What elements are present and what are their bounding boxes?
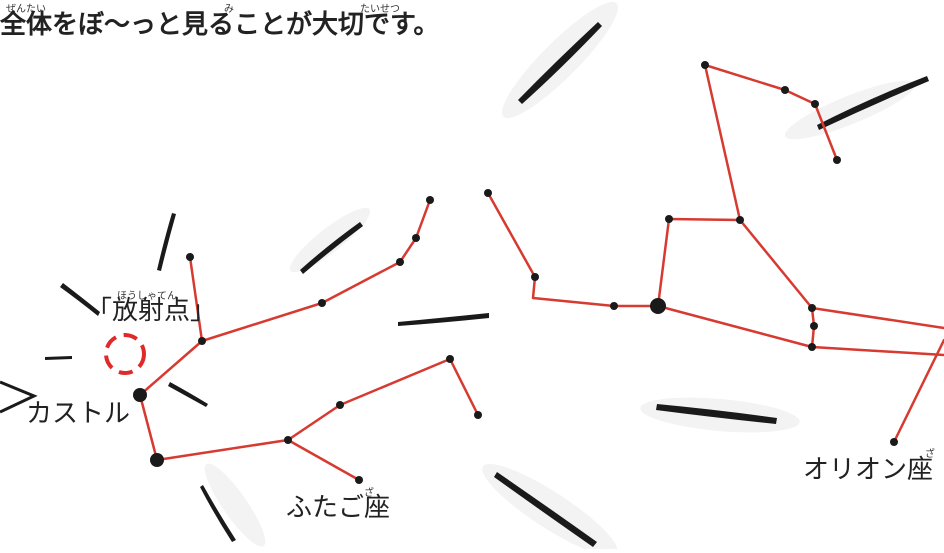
star xyxy=(355,476,363,484)
star xyxy=(446,355,454,363)
star xyxy=(474,411,482,419)
star xyxy=(531,273,539,281)
meteor-streak xyxy=(656,404,777,424)
star xyxy=(811,100,819,108)
meteor-streak xyxy=(45,356,72,360)
star xyxy=(412,234,420,242)
orion-furigana: ざ xyxy=(925,449,935,460)
meteor-streak xyxy=(157,213,176,271)
star xyxy=(736,216,744,224)
furigana-zentai: ぜんたい xyxy=(6,4,46,15)
star xyxy=(833,156,841,164)
gemini-furigana: ざ xyxy=(364,488,374,499)
star xyxy=(396,258,404,266)
furigana-taisetsu: たいせつ xyxy=(360,4,400,15)
orion-label: オリオン座 xyxy=(803,455,934,485)
intro-text: 全体をぼ～っと見ることが大切です。 xyxy=(0,10,440,40)
star xyxy=(808,304,816,312)
star xyxy=(198,337,206,345)
radiant-furigana: ほうしゃてん xyxy=(117,291,177,302)
orion-stars xyxy=(484,61,898,446)
star xyxy=(890,438,898,446)
gemini-lines xyxy=(138,198,480,482)
meteors xyxy=(45,22,929,547)
star xyxy=(426,196,434,204)
star xyxy=(610,302,618,310)
star-castor xyxy=(133,388,147,402)
orion-lines xyxy=(486,63,944,444)
star xyxy=(284,436,292,444)
star-pollux xyxy=(150,453,164,467)
meteor-streak xyxy=(817,76,929,130)
star xyxy=(650,298,666,314)
meteor-streak xyxy=(494,472,597,547)
pointer-arrow xyxy=(0,380,38,414)
radiant-circle xyxy=(104,333,146,375)
castor-label: カストル xyxy=(26,399,131,429)
star xyxy=(186,253,194,261)
star xyxy=(318,299,326,307)
meteor-streak xyxy=(518,22,602,104)
star xyxy=(484,189,492,197)
meteor-streak xyxy=(300,222,363,274)
meteor-streak xyxy=(60,283,100,316)
radiant-label: 「放射点」 xyxy=(86,296,217,326)
meteor-streak xyxy=(200,485,236,542)
meteor-streak xyxy=(168,382,208,407)
star xyxy=(701,61,709,69)
gemini-label: ふたご座 xyxy=(286,493,391,523)
gemini-stars xyxy=(133,196,482,484)
star xyxy=(808,343,816,351)
star xyxy=(665,215,673,223)
furigana-mi: み xyxy=(224,4,234,15)
star xyxy=(336,401,344,409)
meteor-streak xyxy=(398,313,489,326)
star xyxy=(781,86,789,94)
star xyxy=(810,322,818,330)
